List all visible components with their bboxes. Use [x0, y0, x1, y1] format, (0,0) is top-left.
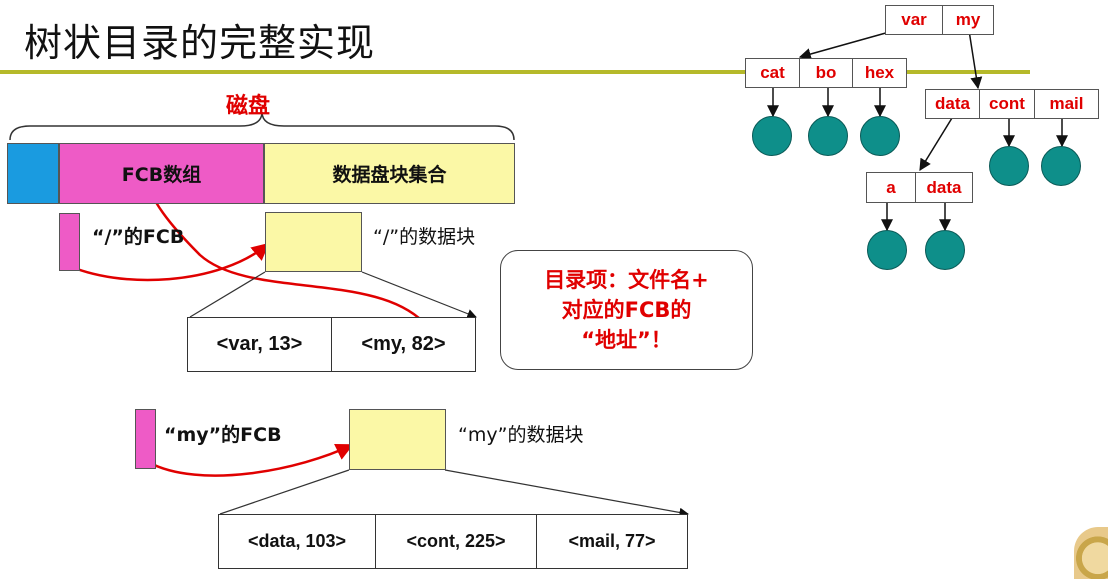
tree-node-var: var	[885, 5, 943, 35]
my-entry-data: <data, 103>	[218, 514, 376, 569]
tree-node-a: a	[866, 172, 916, 203]
my-entry-to-fcb-arrow	[138, 170, 429, 328]
disk-brace	[9, 111, 515, 141]
tree-node-bo: bo	[799, 58, 853, 88]
root-fcb	[59, 213, 80, 271]
leaf-data	[925, 230, 965, 270]
fcb-array-region: FCB数组	[59, 143, 264, 204]
my-fcb	[135, 409, 156, 469]
my-data-block	[349, 409, 446, 470]
disk-label: 磁盘	[226, 94, 271, 119]
root-fcb-to-block-arrow	[64, 242, 270, 282]
tree-node-data: data	[925, 89, 980, 119]
root-block-label: “/”的数据块	[373, 226, 476, 248]
tree-node-data-child: data	[915, 172, 973, 203]
disk-boot-region	[7, 143, 59, 204]
corner-logo	[1074, 527, 1108, 579]
leaf-mail	[1041, 146, 1081, 186]
root-data-block	[265, 212, 362, 272]
title-underline	[0, 70, 1030, 74]
tree-node-mail: mail	[1034, 89, 1099, 119]
my-fcb-label: “my”的FCB	[164, 424, 282, 446]
leaf-hex	[860, 116, 900, 156]
root-entry-my: <my, 82>	[331, 317, 476, 372]
tree-node-my: my	[942, 5, 994, 35]
callout-line-2: 对应的FCB的	[561, 298, 692, 322]
my-fcb-to-block-arrow	[147, 443, 354, 477]
tree-node-hex: hex	[852, 58, 907, 88]
callout-line-1: 目录项：文件名+	[544, 268, 709, 292]
my-entry-mail: <mail, 77>	[536, 514, 688, 569]
leaf-bo	[808, 116, 848, 156]
my-entry-cont: <cont, 225>	[375, 514, 537, 569]
root-entry-var: <var, 13>	[187, 317, 332, 372]
data-blocks-region: 数据盘块集合	[264, 143, 515, 204]
leaf-cont	[989, 146, 1029, 186]
leaf-a	[867, 230, 907, 270]
page-title: 树状目录的完整实现	[24, 21, 376, 65]
root-fcb-label: “/”的FCB	[92, 226, 185, 248]
leaf-cat	[752, 116, 792, 156]
tree-node-cat: cat	[745, 58, 800, 88]
my-block-label: “my”的数据块	[458, 424, 584, 446]
callout-note: 目录项：文件名+ 对应的FCB的 “地址”！	[500, 250, 753, 370]
tree-node-cont: cont	[979, 89, 1035, 119]
callout-line-3: “地址”！	[581, 328, 672, 352]
